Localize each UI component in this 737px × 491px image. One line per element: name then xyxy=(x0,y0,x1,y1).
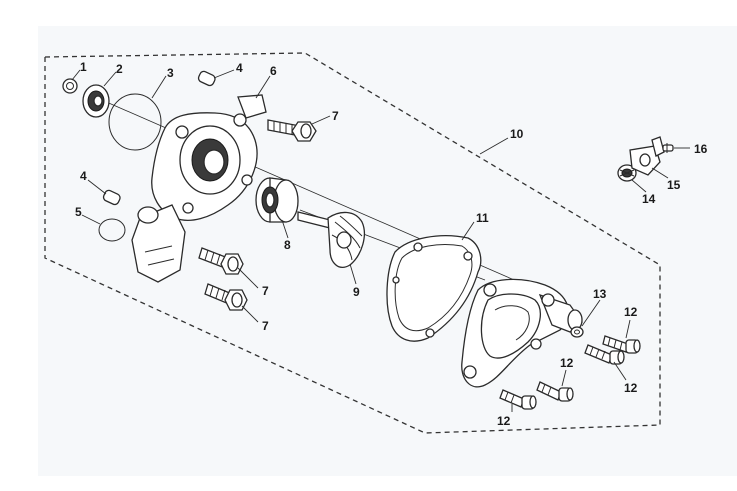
callout-8: 8 xyxy=(284,238,291,252)
leader-3 xyxy=(151,75,167,99)
circlip-part xyxy=(62,78,78,94)
leader-9 xyxy=(349,263,357,285)
callout-12-d: 12 xyxy=(497,414,511,428)
cover-bolt-4-part xyxy=(499,389,537,410)
leader-2 xyxy=(103,71,117,87)
leader-10 xyxy=(479,137,509,155)
callout-13: 13 xyxy=(593,287,607,301)
callout-10: 10 xyxy=(510,127,524,141)
pump-cover-part xyxy=(461,278,583,388)
washer-part xyxy=(570,326,584,338)
oil-seal-part xyxy=(82,84,110,118)
leader-7b xyxy=(237,267,259,289)
pump-housing-part xyxy=(131,94,267,283)
callout-7-middle: 7 xyxy=(262,284,269,298)
leader-4a xyxy=(213,69,235,79)
bearing-part xyxy=(255,177,299,223)
leader-11 xyxy=(461,221,475,241)
leader-8 xyxy=(281,219,289,239)
leader-5 xyxy=(81,214,101,225)
callout-3: 3 xyxy=(167,66,174,80)
assembly-boundary xyxy=(44,52,661,434)
callout-4-upper: 4 xyxy=(236,61,243,75)
leader-13 xyxy=(581,299,601,327)
callout-7-lower: 7 xyxy=(262,319,269,333)
callout-16: 16 xyxy=(694,142,708,156)
o-ring-large-part xyxy=(108,93,162,151)
gasket-part xyxy=(386,235,482,342)
cover-bolt-2-part xyxy=(584,344,625,365)
callout-12-b: 12 xyxy=(624,381,638,395)
housing-bolt-lower-part xyxy=(204,283,248,311)
o-ring-small-part xyxy=(98,218,126,242)
callout-12-c: 12 xyxy=(560,356,574,370)
dowel-pin-lower-part xyxy=(102,189,121,206)
leader-7a xyxy=(311,115,331,125)
leader-7c xyxy=(241,305,259,323)
leader-12b xyxy=(613,361,627,381)
thermostat-housing-part xyxy=(629,136,665,176)
cover-bolt-3-part xyxy=(536,381,574,402)
thermostat-part xyxy=(617,164,637,182)
leader-6 xyxy=(255,75,271,99)
housing-bolt-middle-part xyxy=(198,247,244,275)
callout-2: 2 xyxy=(116,62,123,76)
callout-9: 9 xyxy=(353,285,360,299)
leader-12c xyxy=(561,369,567,387)
callout-14: 14 xyxy=(642,192,656,206)
leader-4b xyxy=(87,179,107,195)
callout-12-a: 12 xyxy=(624,305,638,319)
leader-1 xyxy=(71,69,81,81)
callout-7-upper: 7 xyxy=(332,109,339,123)
callout-15: 15 xyxy=(667,178,681,192)
dowel-pin-upper-part xyxy=(197,70,216,87)
callout-4-lower: 4 xyxy=(80,169,87,183)
housing-bolt-upper-part xyxy=(267,119,317,142)
leader-12a xyxy=(625,319,631,339)
leader-14 xyxy=(631,179,647,193)
callout-6: 6 xyxy=(270,64,277,78)
callout-11: 11 xyxy=(476,211,489,225)
callout-1: 1 xyxy=(80,60,87,74)
leader-15 xyxy=(651,167,669,179)
cover-bolt-1-part xyxy=(602,335,641,354)
impeller-part xyxy=(297,211,365,268)
callout-5: 5 xyxy=(75,205,82,219)
bleed-screw-part xyxy=(662,143,674,153)
